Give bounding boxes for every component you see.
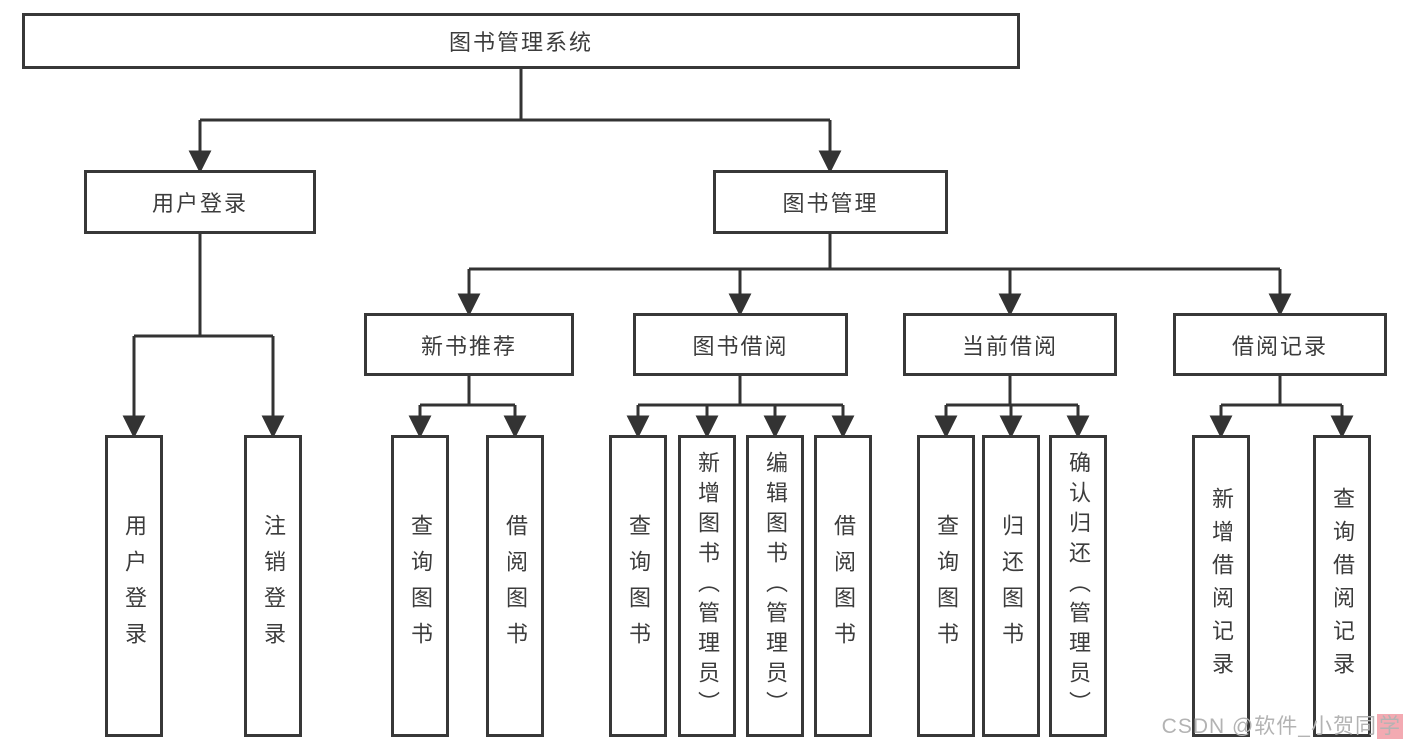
connector-current-to-leaves: [934, 375, 1090, 439]
leaf-add-book-admin: 新增图书（管理员）: [678, 435, 736, 737]
node-borrow-records: 借阅记录: [1173, 313, 1387, 376]
leaf-add-borrow-record: 新增借阅记录: [1192, 435, 1250, 737]
node-book-management-label: 图书管理: [782, 191, 879, 216]
leaf-add-borrow-record-label: 新增借阅记录: [1209, 487, 1234, 685]
node-book-borrow: 图书借阅: [633, 313, 848, 376]
leaf-add-book-admin-label: 新增图书（管理员）: [695, 451, 720, 721]
node-book-borrow-label: 图书借阅: [692, 333, 789, 359]
node-book-management: 图书管理: [713, 170, 948, 234]
node-current-borrow: 当前借阅: [903, 313, 1117, 376]
leaf-borrow-books: 借阅图书: [814, 435, 872, 737]
leaf-return-book: 归还图书: [982, 435, 1040, 737]
leaf-borrow-books-recommend-label: 借阅图书: [503, 514, 528, 658]
connector-records-to-leaves: [1209, 375, 1354, 439]
connector-borrow-to-leaves: [626, 375, 855, 439]
leaf-query-borrow-record-label: 查询借阅记录: [1330, 487, 1355, 685]
node-new-book-recommend: 新书推荐: [364, 313, 574, 376]
leaf-user-login: 用户登录: [105, 435, 163, 737]
node-library-system: 图书管理系统: [22, 13, 1020, 69]
leaf-user-login-label: 用户登录: [122, 514, 147, 658]
leaf-borrow-books-recommend: 借阅图书: [486, 435, 544, 737]
csdn-watermark: CSDN @软件_小贺同学: [1162, 714, 1403, 740]
connector-bookmgmt-to-level3: [457, 233, 1292, 317]
leaf-query-books-borrow-label: 查询图书: [626, 514, 651, 658]
node-library-system-label: 图书管理系统: [448, 30, 593, 55]
leaf-edit-book-admin-label: 编辑图书（管理员）: [763, 451, 788, 721]
leaf-borrow-books-label: 借阅图书: [831, 514, 856, 658]
leaf-return-book-label: 归还图书: [999, 514, 1024, 658]
leaf-query-books-recommend-label: 查询图书: [408, 514, 433, 658]
leaf-confirm-return-admin: 确认归还（管理员）: [1049, 435, 1107, 737]
connector-newbooks-to-leaves: [408, 375, 527, 439]
connector-root-to-level2: [188, 68, 842, 174]
node-user-login-label: 用户登录: [151, 191, 248, 216]
connector-userlogin-to-leaves: [122, 233, 285, 439]
leaf-confirm-return-admin-label: 确认归还（管理员）: [1066, 451, 1091, 721]
leaf-query-books-borrow: 查询图书: [609, 435, 667, 737]
leaf-logout-label: 注销登录: [261, 514, 286, 658]
leaf-edit-book-admin: 编辑图书（管理员）: [746, 435, 804, 737]
node-borrow-records-label: 借阅记录: [1231, 333, 1328, 359]
leaf-logout: 注销登录: [244, 435, 302, 737]
node-current-borrow-label: 当前借阅: [961, 333, 1058, 359]
csdn-watermark-text: CSDN @软件_小贺同: [1161, 715, 1377, 738]
leaf-query-books-current: 查询图书: [917, 435, 975, 737]
node-user-login: 用户登录: [84, 170, 316, 234]
leaf-query-borrow-record: 查询借阅记录: [1313, 435, 1371, 737]
leaf-query-books-current-label: 查询图书: [934, 514, 959, 658]
csdn-watermark-highlight: 学: [1377, 714, 1403, 739]
leaf-query-books-recommend: 查询图书: [391, 435, 449, 737]
node-new-book-recommend-label: 新书推荐: [420, 333, 517, 359]
